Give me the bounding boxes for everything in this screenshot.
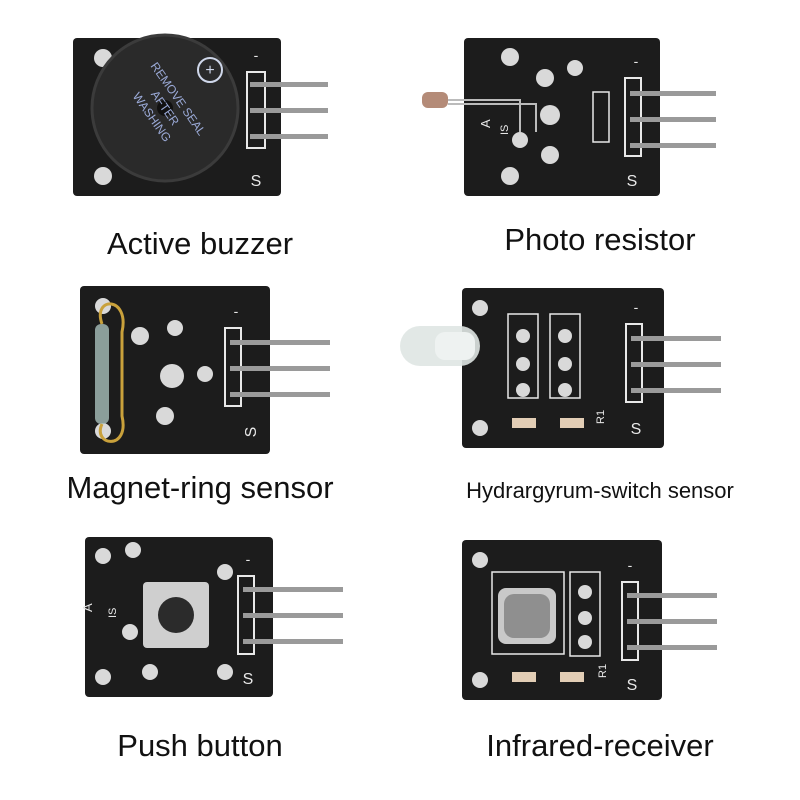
resistor-label: R1 [595,410,607,424]
module-infrared-receiver: R1 - S Infrared-receiver [400,532,800,798]
active-buzzer-board-image: + REMOVE SEAL AFTER WASHING - S [73,33,328,196]
caption-magnet-ring-sensor: Magnet-ring sensor [66,470,334,505]
silk-is-label: IS [499,125,511,135]
signal-pin-label: S [627,173,638,190]
photo-resistor-board-image: A IS - S [422,38,716,196]
minus-pin-label: - [234,303,239,319]
infrared-receiver-board-image: R1 - S [462,540,717,700]
module-push-button: A IS - S Push button [0,532,400,798]
module-photo-resistor: A IS - S Photo resistor [400,0,800,266]
signal-pin-label: S [243,427,260,438]
minus-pin-label: - [628,557,633,573]
signal-pin-label: S [631,421,642,438]
signal-pin-label: S [243,671,254,688]
magnet-ring-sensor-board-image: - S [80,286,330,454]
minus-pin-label: - [634,53,639,69]
module-magnet-ring-sensor: - S Magnet-ring sensor [0,266,400,532]
module-hydrargyrum-switch-sensor: R1 - S Hydrargyrum-switch sensor [400,266,800,532]
silk-a-label: A [478,119,493,128]
signal-pin-label: S [251,173,262,190]
minus-pin-label: - [246,551,251,567]
minus-pin-label: - [254,47,259,63]
minus-pin-label: - [634,299,639,315]
hydrargyrum-switch-board-image: R1 - S [400,288,721,448]
silk-is-label: IS [107,608,119,618]
caption-active-buzzer: Active buzzer [106,226,294,261]
push-button-board-image: A IS - S [80,537,343,697]
module-active-buzzer: + REMOVE SEAL AFTER WASHING - S Active b… [0,0,400,266]
caption-photo-resistor: Photo resistor [504,222,696,257]
silk-a-label: A [80,603,95,612]
caption-hydrargyrum-switch-sensor: Hydrargyrum-switch sensor [466,478,734,503]
caption-push-button: Push button [117,728,283,763]
caption-infrared-receiver: Infrared-receiver [486,728,714,763]
signal-pin-label: S [627,677,638,694]
resistor-label: R1 [597,664,609,678]
svg-text:+: + [205,62,214,79]
